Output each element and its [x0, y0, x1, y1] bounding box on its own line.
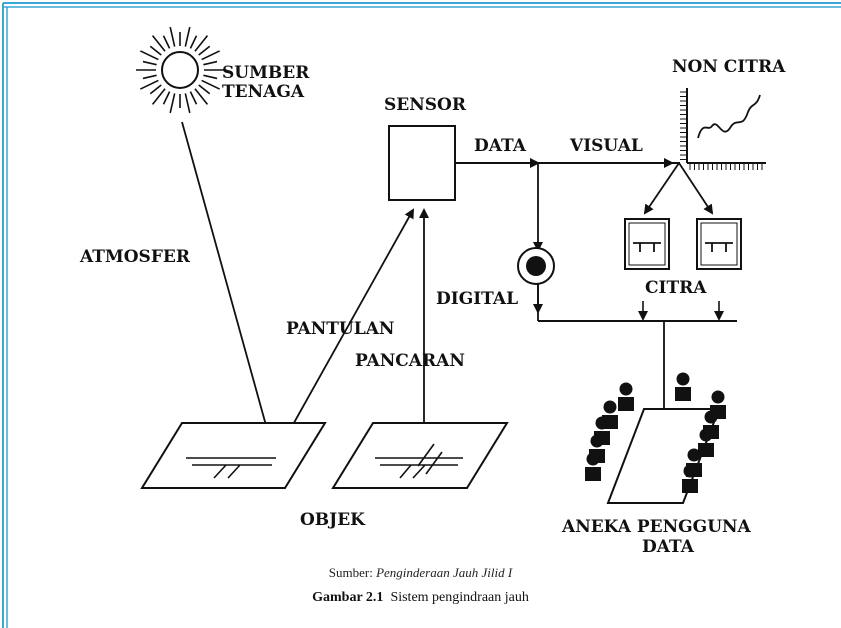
label-non-citra: NON CITRA [672, 57, 786, 77]
label-sumber-line1: SUMBER [222, 63, 310, 83]
image-frame-icon [624, 218, 670, 270]
label-data: DATA [474, 136, 527, 156]
image-frame-icon [696, 218, 742, 270]
label-sensor: SENSOR [384, 95, 467, 115]
label-sumber-line2: TENAGA [222, 82, 305, 102]
user-figure-icon [698, 428, 714, 457]
figure-number: Gambar 2.1 [312, 590, 384, 605]
label-pantulan: PANTULAN [286, 319, 394, 339]
label-atmosfer: ATMOSFER [79, 247, 191, 267]
label-pancaran: PANCARAN [355, 351, 465, 371]
sensor-box [388, 125, 456, 201]
label-digital: DIGITAL [436, 289, 518, 309]
user-figure-icon [618, 382, 634, 411]
user-figure-icon [585, 452, 601, 481]
label-citra: CITRA [645, 278, 707, 298]
source-prefix: Sumber: [328, 565, 377, 580]
figure-caption: Gambar 2.1 Sistem pengindraan jauh [0, 590, 841, 606]
line-graph-icon [680, 88, 766, 170]
figure-source: Sumber: Penginderaan Jauh Jilid I [0, 565, 841, 581]
label-visual: VISUAL [569, 136, 643, 156]
reflection-arrow [280, 208, 414, 447]
atmosphere-ray-arrow [181, 121, 275, 449]
label-aneka-line1: ANEKA PENGGUNA [561, 517, 752, 537]
source-title: Penginderaan Jauh Jilid I [376, 565, 513, 580]
label-objek: OBJEK [300, 510, 366, 530]
visual-split-left [643, 162, 680, 215]
object-1-plot [140, 422, 327, 489]
visual-split-right [678, 162, 714, 215]
user-figure-icon [682, 464, 698, 493]
figure-title: Sistem pengindraan jauh [390, 590, 529, 605]
label-aneka-line2: DATA [642, 537, 695, 557]
sun-icon [136, 26, 224, 114]
user-figure-icon [675, 372, 691, 401]
object-2-plot [331, 422, 509, 489]
user-group [585, 372, 726, 493]
digital-disk-icon [517, 247, 555, 285]
